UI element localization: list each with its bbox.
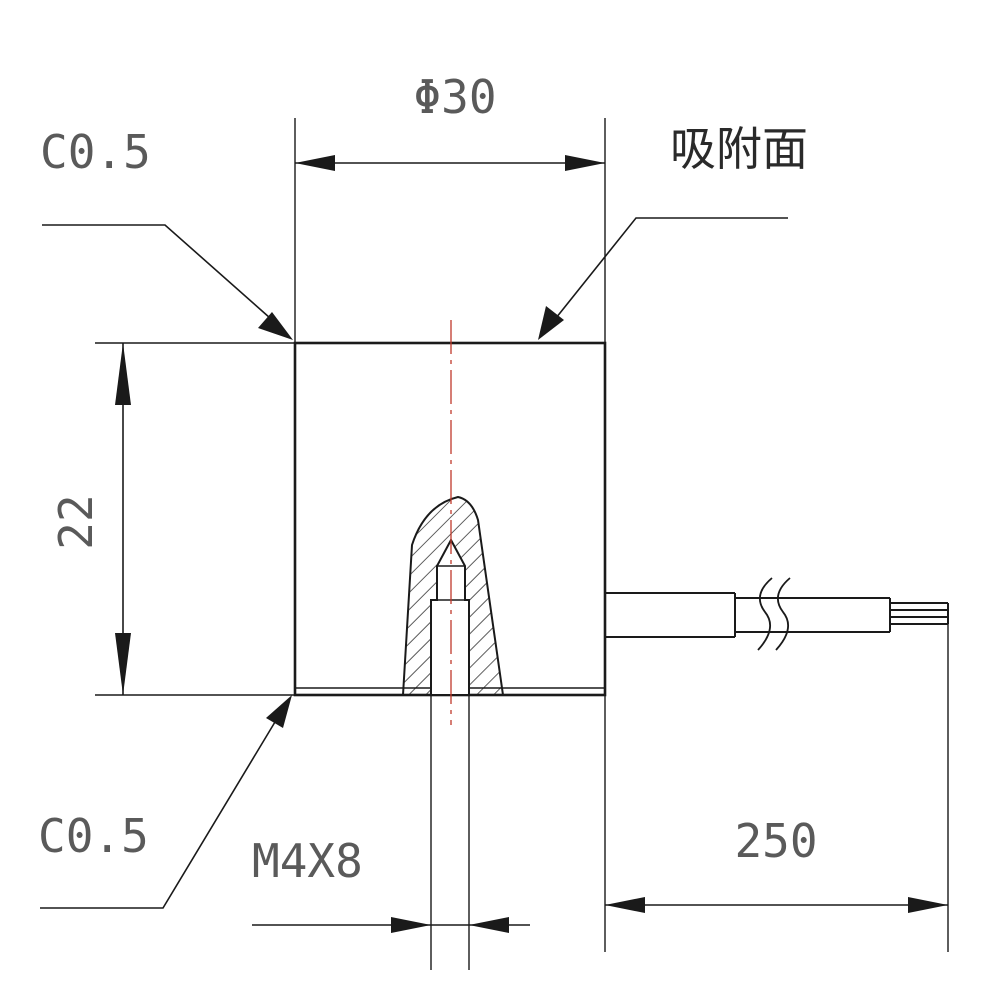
height-dimension [115, 343, 131, 695]
height-label: 22 [49, 494, 103, 549]
top-chamfer-label: C0.5 [40, 125, 151, 179]
cable-length-dimension [605, 897, 948, 913]
leader-surface [538, 217, 788, 340]
leader-top-chamfer [42, 224, 293, 340]
cable-length-label: 250 [734, 814, 817, 868]
surface-label: 吸附面 [670, 122, 808, 176]
cable [605, 592, 949, 638]
leader-bottom-chamfer [40, 695, 292, 909]
diameter-label: Φ30 [413, 70, 496, 124]
thread-label: M4X8 [252, 834, 363, 888]
diameter-dimension [295, 155, 605, 171]
extension-lines [95, 118, 949, 970]
bottom-chamfer-label: C0.5 [38, 809, 149, 863]
cable-break-mark [757, 577, 791, 651]
thread-dimension [252, 917, 530, 933]
